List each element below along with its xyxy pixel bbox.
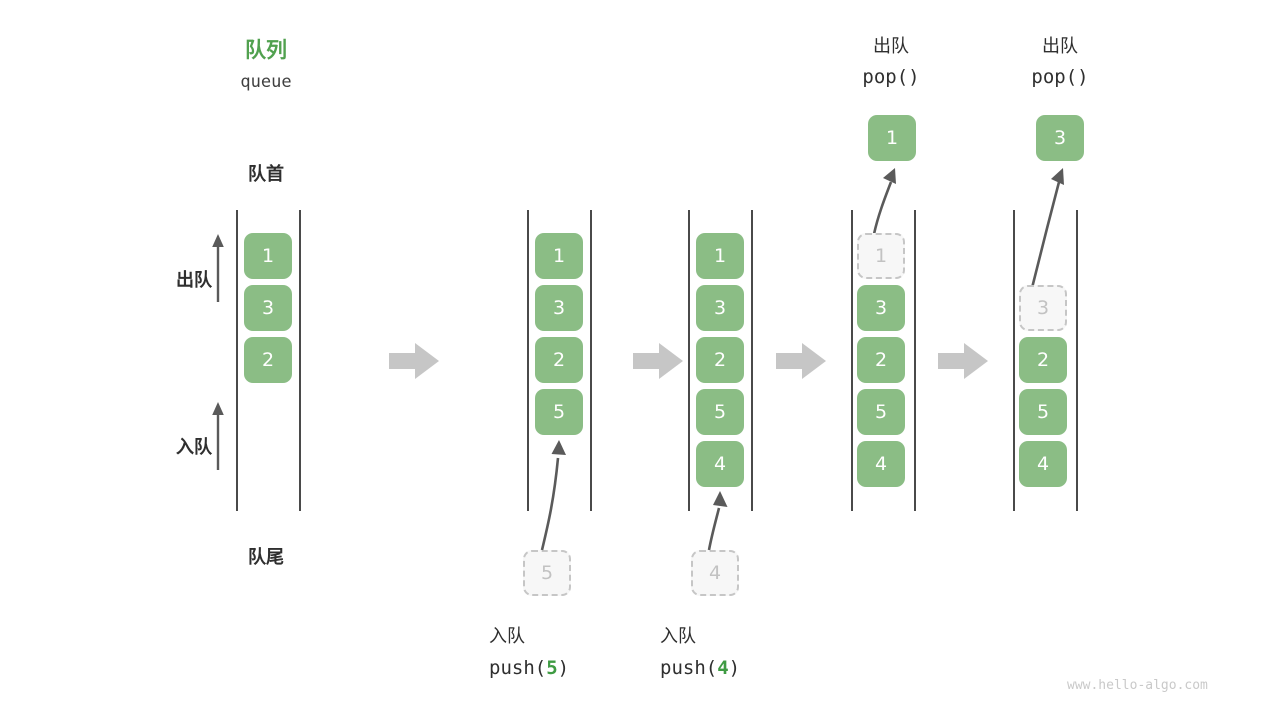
queue-cell: 4	[857, 441, 905, 487]
step-arrow-icon	[776, 343, 826, 379]
code-prefix: pop(	[862, 66, 909, 88]
operation-code: push(4)	[660, 657, 850, 679]
step-arrow-icon	[633, 343, 683, 379]
queue-rail-left	[688, 210, 690, 511]
operation-code: pop()	[831, 66, 951, 88]
code-prefix: push(	[489, 657, 547, 679]
popped-element: 1	[868, 115, 916, 161]
queue-cell: 2	[857, 337, 905, 383]
queue-cell: 4	[1019, 441, 1067, 487]
queue-cell: 3	[244, 285, 292, 331]
operation-label-cn: 入队	[489, 626, 525, 647]
queue-cell: 3	[857, 285, 905, 331]
queue-cell: 2	[244, 337, 292, 383]
queue-cell-ghost: 1	[857, 233, 905, 279]
queue-cell: 5	[1019, 389, 1067, 435]
push-arrow-icon	[707, 491, 728, 551]
pop-arrow-icon	[1030, 168, 1064, 289]
step-arrow-icon	[938, 343, 988, 379]
queue-cell: 2	[535, 337, 583, 383]
queue-cell: 2	[696, 337, 744, 383]
code-suffix: )	[908, 66, 920, 88]
queue-cell: 1	[696, 233, 744, 279]
code-argument: 4	[717, 657, 729, 679]
operation-label-cn: 出队	[1042, 36, 1078, 57]
queue-cell: 4	[696, 441, 744, 487]
code-prefix: push(	[660, 657, 718, 679]
queue-rail-right	[751, 210, 753, 511]
operation-label-cn: 出队	[873, 36, 909, 57]
dequeue-direction-arrow-icon	[212, 234, 224, 302]
queue-tail-label: 队尾	[248, 547, 284, 568]
queue-rail-right	[914, 210, 916, 511]
dequeue-direction-label: 出队	[176, 270, 212, 291]
queue-cell: 5	[696, 389, 744, 435]
popped-element: 3	[1036, 115, 1084, 161]
queue-cell: 1	[535, 233, 583, 279]
queue-cell: 3	[696, 285, 744, 331]
queue-rail-left	[236, 210, 238, 511]
queue-cell: 5	[857, 389, 905, 435]
incoming-element-ghost: 4	[691, 550, 739, 596]
queue-rail-left	[527, 210, 529, 511]
pop-arrow-icon	[872, 168, 896, 235]
code-suffix: )	[557, 657, 570, 679]
incoming-element-ghost: 5	[523, 550, 571, 596]
code-suffix: )	[728, 657, 741, 679]
code-argument: 5	[546, 657, 558, 679]
queue-cell-ghost: 3	[1019, 285, 1067, 331]
enqueue-direction-label: 入队	[176, 437, 212, 458]
code-prefix: pop(	[1031, 66, 1078, 88]
code-suffix: )	[1077, 66, 1089, 88]
queue-cell: 1	[244, 233, 292, 279]
step-arrow-icon	[389, 343, 439, 379]
operation-label-cn: 入队	[660, 626, 696, 647]
queue-cell: 5	[535, 389, 583, 435]
queue-title-cn: 队列	[245, 38, 287, 62]
queue-rail-right	[299, 210, 301, 511]
queue-rail-right	[590, 210, 592, 511]
queue-cell: 2	[1019, 337, 1067, 383]
push-arrow-icon	[540, 440, 566, 551]
enqueue-direction-arrow-icon	[212, 402, 224, 470]
operation-code: push(5)	[489, 657, 679, 679]
queue-cell: 3	[535, 285, 583, 331]
queue-rail-left	[1013, 210, 1015, 511]
queue-head-label: 队首	[248, 164, 284, 185]
operation-code: pop()	[1000, 66, 1120, 88]
queue-rail-right	[1076, 210, 1078, 511]
queue-rail-left	[851, 210, 853, 511]
watermark: www.hello-algo.com	[1067, 678, 1208, 693]
queue-title-en: queue	[240, 72, 292, 92]
